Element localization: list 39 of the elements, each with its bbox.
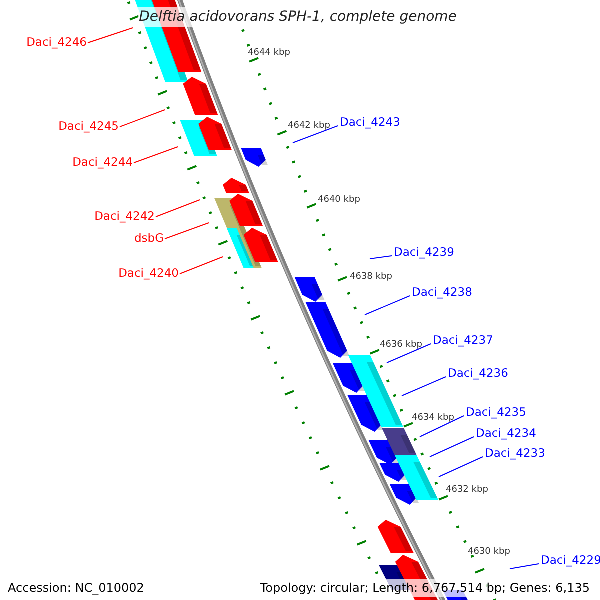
kbp-label: 4634 kbp bbox=[412, 413, 454, 424]
leader-line bbox=[402, 376, 446, 396]
leader-line bbox=[420, 416, 464, 438]
leader-line bbox=[164, 222, 210, 240]
genome-summary: Topology: circular; Length: 6,767,514 bp; Genes: 6,135 bbox=[258, 579, 592, 597]
leader-line bbox=[386, 344, 432, 364]
gene-label: Daci_4238 bbox=[412, 285, 472, 300]
gene-label: dsbG bbox=[134, 231, 164, 246]
leader-line bbox=[292, 126, 338, 144]
gene-label: Daci_4246 bbox=[26, 35, 87, 50]
gene-label: Daci_4245 bbox=[58, 119, 119, 134]
kbp-label: 4640 kbp bbox=[318, 195, 360, 206]
kbp-label: 4630 kbp bbox=[468, 547, 510, 558]
leader-line bbox=[370, 256, 392, 260]
kbp-label: 4632 kbp bbox=[446, 485, 488, 496]
leader-line bbox=[120, 110, 166, 128]
gene-label: Daci_4244 bbox=[72, 155, 133, 170]
map-title: Delftia acidovorans SPH-1, complete genome bbox=[138, 7, 458, 27]
gene-label: Daci_4240 bbox=[118, 266, 179, 281]
leader-line bbox=[510, 564, 540, 570]
leader-line bbox=[438, 456, 484, 478]
kbp-label: 4638 kbp bbox=[350, 272, 392, 283]
gene-label: Daci_4236 bbox=[448, 366, 508, 381]
gene-label: Daci_4235 bbox=[466, 405, 526, 420]
gene-label: Daci_4243 bbox=[340, 115, 400, 130]
leader-line bbox=[88, 28, 134, 44]
leader-line bbox=[134, 146, 178, 164]
gene-label: Daci_4234 bbox=[476, 426, 536, 441]
gene-label: Daci_4239 bbox=[394, 245, 454, 260]
leader-line bbox=[180, 256, 224, 274]
leader-line bbox=[430, 436, 474, 458]
kbp-label: 4642 kbp bbox=[288, 121, 330, 132]
leader-line bbox=[364, 296, 410, 316]
gene-label: Daci_4237 bbox=[433, 333, 494, 348]
kbp-label: 4636 kbp bbox=[380, 340, 422, 351]
leader-line bbox=[156, 200, 200, 218]
kbp-label: 4644 kbp bbox=[248, 48, 290, 59]
gene-label: Daci_4233 bbox=[485, 446, 546, 461]
gene-label: Daci_4242 bbox=[94, 209, 155, 224]
